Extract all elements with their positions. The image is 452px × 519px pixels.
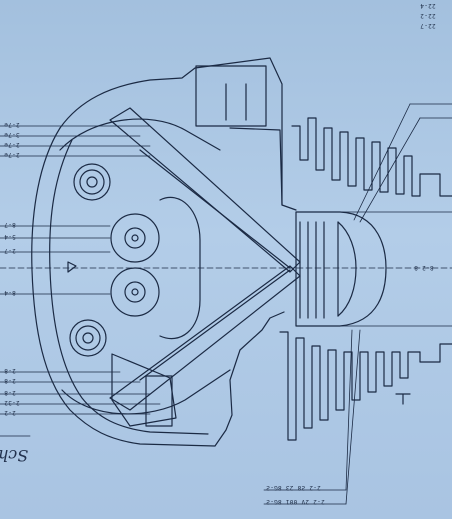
top-right-label-3: 22-7 <box>420 22 436 29</box>
top-right-label-1: 22-4 <box>420 2 436 9</box>
lower-bearing <box>69 319 107 357</box>
upper-cylinder-fins <box>291 117 421 197</box>
upper-bearing <box>73 163 111 201</box>
title-script-fragment: Sch <box>0 446 29 465</box>
upper-gear <box>110 213 160 263</box>
left-label-12: 2-32 <box>4 399 20 406</box>
left-label-3: 2-7e <box>4 141 20 148</box>
top-right-label-2: 22-2 <box>420 12 436 19</box>
left-label-7: 2-7 <box>4 247 16 254</box>
left-label-13: 2-2 <box>4 409 16 416</box>
piston <box>295 211 387 327</box>
left-label-10: 2-8 <box>4 377 16 384</box>
left-label-6: 5-4 <box>4 233 16 240</box>
left-label-2: 3-7e <box>4 131 20 138</box>
left-label-5: 8-7 <box>4 221 16 228</box>
connecting-rod-lower <box>109 265 301 411</box>
bottom-label-1: 2-2 Ƨ8 23 8G-Ƨ <box>266 484 321 491</box>
bottom-label-2: 2-2 2V 001 8G-Ƨ <box>266 498 325 505</box>
left-label-9: 2-8 <box>4 367 16 374</box>
head-block <box>195 65 267 127</box>
lower-gear <box>110 267 160 317</box>
lower-cylinder-fins <box>279 331 421 441</box>
right-mid-label: 8-2 8 <box>414 264 434 271</box>
left-label-8: 8-4 <box>4 289 16 296</box>
left-label-11: 2-8 <box>4 389 16 396</box>
lower-block <box>111 353 177 427</box>
left-label-4: 2-7e <box>4 151 20 158</box>
left-label-1: 2-7e <box>4 121 20 128</box>
